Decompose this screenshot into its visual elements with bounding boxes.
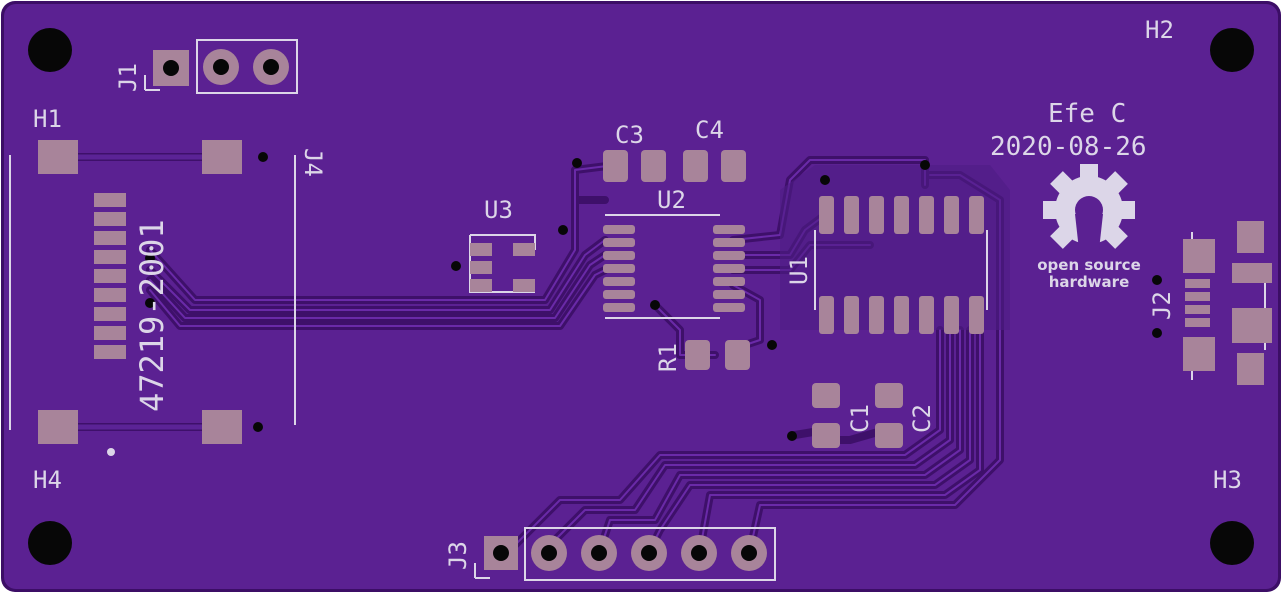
mounting-hole-h3 [1210, 521, 1254, 565]
label-u3: U3 [484, 196, 513, 224]
j4-connector [9, 140, 296, 456]
label-part-number: 47219-2001 [133, 219, 171, 412]
c1-c2-components [812, 383, 903, 448]
label-h2: H2 [1145, 16, 1174, 44]
label-h3: H3 [1213, 466, 1242, 494]
label-u1: U1 [785, 256, 813, 285]
label-c2: C2 [908, 404, 936, 433]
label-h1: H1 [33, 105, 62, 133]
label-author: Efe C [1048, 99, 1126, 129]
j1-header [144, 39, 298, 94]
u2-component [603, 214, 745, 319]
j2-connector [1183, 221, 1272, 385]
j3-header [474, 527, 776, 581]
label-u2: U2 [657, 186, 686, 214]
u1-component [814, 196, 988, 334]
gear-logo-icon [1043, 164, 1135, 250]
label-c1: C1 [846, 404, 874, 433]
vias [145, 152, 1162, 441]
label-h4: H4 [33, 466, 62, 494]
label-c4: C4 [695, 116, 724, 144]
label-date: 2020-08-26 [990, 132, 1147, 162]
logo-line2: hardware [1049, 273, 1130, 291]
label-j3: J3 [444, 541, 472, 570]
logo-line1: open source [1037, 256, 1141, 274]
label-j2: J2 [1148, 291, 1176, 320]
label-j4: J4 [299, 148, 327, 177]
mounting-hole-h1 [28, 28, 72, 72]
mounting-hole-h2 [1210, 28, 1254, 72]
mounting-holes [28, 28, 1254, 565]
r1-component [685, 340, 750, 370]
label-c3: C3 [615, 121, 644, 149]
label-r1: R1 [654, 343, 682, 372]
mounting-hole-h4 [28, 521, 72, 565]
u3-component [469, 234, 536, 293]
c3-c4-components [603, 150, 746, 182]
silkscreen-text: H1 H2 H3 H4 J1 J4 47219-2001 U3 C3 C4 U2… [33, 16, 1242, 570]
label-j1: J1 [114, 63, 142, 92]
